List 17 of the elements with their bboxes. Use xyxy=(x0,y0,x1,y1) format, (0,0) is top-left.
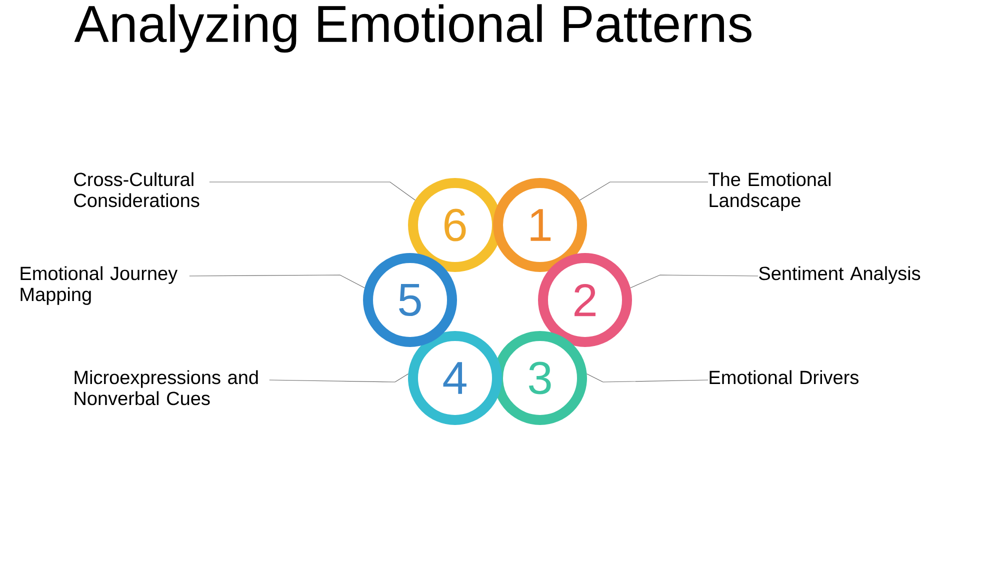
label: Emotional Drivers xyxy=(710,370,858,384)
numbered-ring: 4 xyxy=(408,331,502,425)
numbered-ring: 1 xyxy=(493,178,587,272)
label: Sentiment Analysis xyxy=(759,266,920,284)
numbered-ring: 5 xyxy=(363,253,457,347)
leader-line xyxy=(586,374,708,382)
label: Microexpressions and Nonverbal Cues xyxy=(74,370,258,406)
label: Emotional Journey Mapping xyxy=(20,266,178,305)
title: Analyzing Emotional Patterns xyxy=(74,4,752,53)
label: The Emotional Landscape xyxy=(708,172,830,211)
label: Cross-Cultural Considerations xyxy=(74,172,200,208)
leader-line xyxy=(209,182,416,200)
leader-line xyxy=(630,274,758,288)
numbered-ring: 2 xyxy=(538,253,632,347)
leader-line xyxy=(580,182,708,200)
leader-line xyxy=(269,374,408,382)
leader-line xyxy=(189,274,365,288)
